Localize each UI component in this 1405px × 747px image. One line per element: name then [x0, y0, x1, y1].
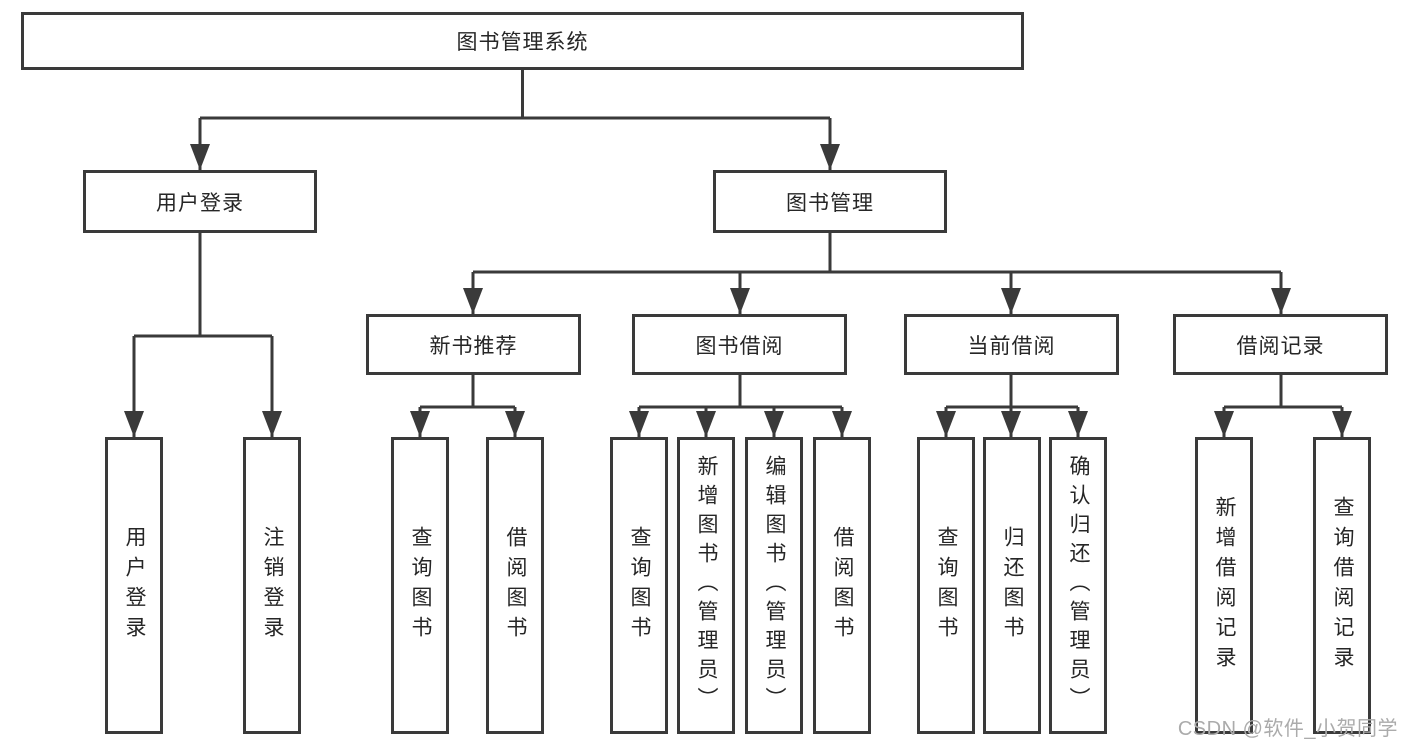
node-edit-books-admin: 编辑图书（管理员）	[745, 437, 803, 734]
node-user-login: 用户登录	[83, 170, 317, 233]
node-return-books: 归还图书	[983, 437, 1041, 734]
node-borrow-books-recommend: 借阅图书	[486, 437, 544, 734]
node-add-borrow-record: 新增借阅记录	[1195, 437, 1253, 734]
node-borrow-books-leaf: 借阅图书	[813, 437, 871, 734]
connector-root-branch	[200, 70, 830, 120]
node-query-books-borrow: 查询图书	[610, 437, 668, 734]
connector-new-book-branch	[420, 375, 515, 409]
node-add-books-admin: 新增图书（管理员）	[677, 437, 735, 734]
node-query-books-current: 查询图书	[917, 437, 975, 734]
connector-spines	[134, 70, 1342, 409]
connector-arrows	[124, 118, 1352, 437]
connector-borrow-records-branch	[1224, 375, 1342, 409]
node-library-management-system: 图书管理系统	[21, 12, 1024, 70]
connector-book-borrow-branch	[639, 375, 842, 409]
connector-current-borrow-branch	[946, 375, 1078, 409]
node-borrow-records: 借阅记录	[1173, 314, 1388, 375]
node-logout-leaf: 注销登录	[243, 437, 301, 734]
node-current-borrow: 当前借阅	[904, 314, 1119, 375]
watermark: CSDN @软件_小贺同学	[1177, 718, 1398, 740]
node-query-borrow-record: 查询借阅记录	[1313, 437, 1371, 734]
node-book-borrow: 图书借阅	[632, 314, 847, 375]
node-confirm-return-admin: 确认归还（管理员）	[1049, 437, 1107, 734]
node-new-book-recommend: 新书推荐	[366, 314, 581, 375]
node-user-login-leaf: 用户登录	[105, 437, 163, 734]
node-query-books-recommend: 查询图书	[391, 437, 449, 734]
connector-user-login-branch	[134, 233, 272, 338]
connector-book-management-branch	[473, 233, 1281, 274]
node-book-management: 图书管理	[713, 170, 947, 233]
